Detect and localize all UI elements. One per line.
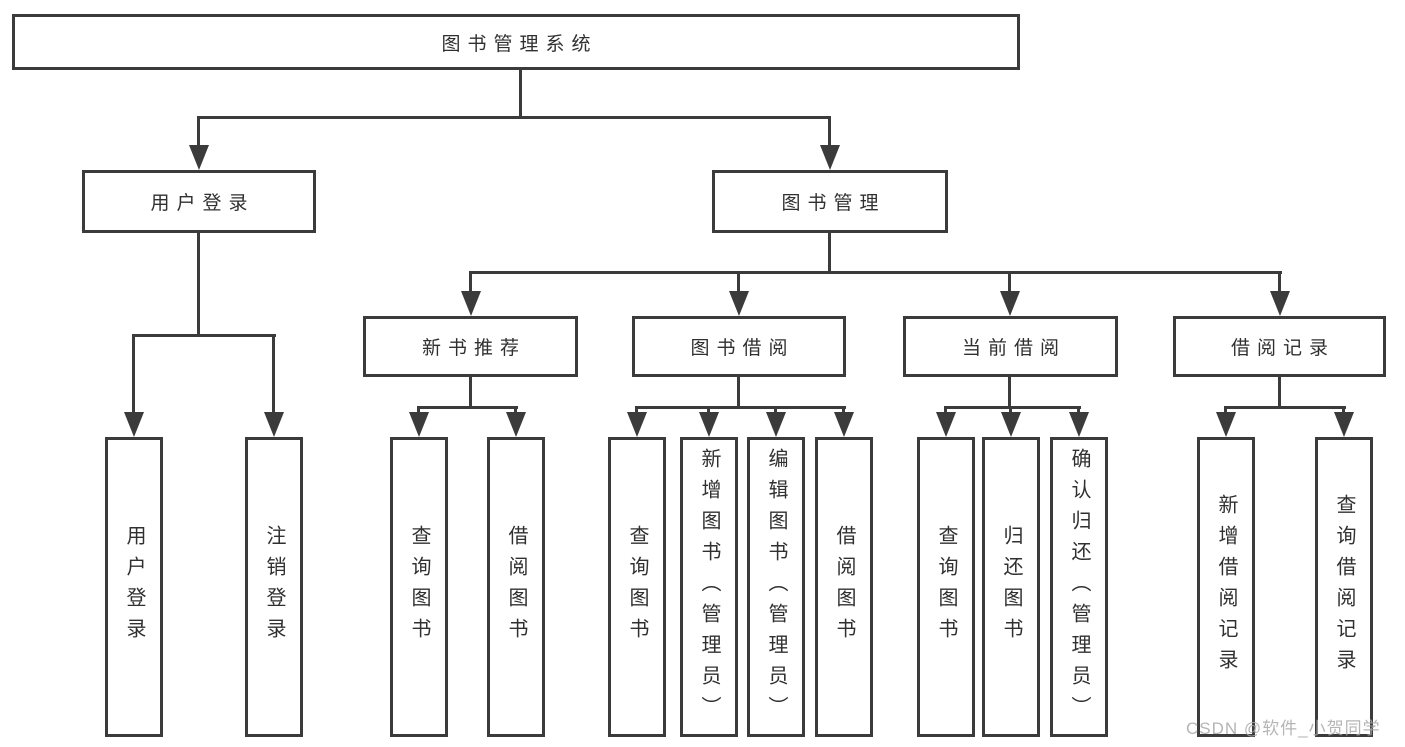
leaf-records-add-record-label: 新增借阅记录: [1215, 494, 1237, 680]
connector-user-login-split: [132, 334, 276, 337]
node-book-borrow-label: 图书借阅: [690, 338, 795, 359]
connector-book-management-stem: [828, 233, 831, 274]
leaf-current-query-books-label: 查询图书: [935, 525, 957, 649]
node-new-book-recommend: 新书推荐: [363, 316, 578, 377]
node-current-borrow: 当前借阅: [903, 316, 1118, 377]
arrow-into-borrow-edit: [766, 412, 786, 437]
arrow-into-recommend-borrow: [506, 412, 526, 437]
leaf-recommend-borrow-books-label: 借阅图书: [505, 525, 527, 649]
connector-drop-borrow-add: [707, 406, 710, 416]
connector-drop-recommend-query: [417, 406, 420, 416]
leaf-borrow-query-books-label: 查询图书: [626, 525, 648, 649]
node-borrow-records: 借阅记录: [1173, 316, 1386, 377]
connector-drop-new-book-recommend: [469, 271, 472, 293]
connector-drop-borrow-query: [635, 406, 638, 416]
node-user-login-label: 用户登录: [150, 193, 255, 214]
leaf-current-return-books: 归还图书: [982, 437, 1040, 737]
connector-drop-current-confirm: [1077, 406, 1080, 416]
leaf-logout: 注销登录: [245, 437, 303, 737]
arrow-into-borrow-query: [627, 412, 647, 437]
arrow-into-book-borrow: [729, 291, 749, 316]
leaf-records-query-record: 查询借阅记录: [1315, 437, 1373, 737]
arrow-into-borrow-records: [1270, 291, 1290, 316]
leaf-borrow-query-books: 查询图书: [608, 437, 666, 737]
leaf-borrow-add-books: 新增图书（管理员）: [680, 437, 738, 737]
connector-drop-book-management: [828, 116, 831, 148]
node-user-login: 用户登录: [82, 170, 316, 233]
csdn-watermark: CSDN @软件_小贺同学: [1186, 719, 1381, 738]
leaf-recommend-borrow-books: 借阅图书: [487, 437, 545, 737]
connector-drop-records-query: [1342, 406, 1345, 416]
connector-borrow-records-split: [1224, 406, 1346, 409]
leaf-user-login-label: 用户登录: [123, 525, 145, 649]
arrow-into-borrow-add: [699, 412, 719, 437]
node-root: 图书管理系统: [12, 14, 1020, 70]
connector-drop-borrow-borrow: [842, 406, 845, 416]
connector-drop-borrow-records: [1278, 271, 1281, 293]
leaf-borrow-add-books-label: 新增图书（管理员）: [698, 447, 720, 727]
connector-root-stem: [519, 70, 522, 119]
leaf-current-return-books-label: 归还图书: [1000, 525, 1022, 649]
connector-drop-recommend-borrow: [514, 406, 517, 416]
connector-drop-current-return: [1009, 406, 1012, 416]
leaf-current-confirm-return: 确认归还（管理员）: [1050, 437, 1108, 737]
node-current-borrow-label: 当前借阅: [961, 338, 1066, 359]
connector-new-book-recommend-split: [417, 406, 518, 409]
connector-drop-borrow-edit: [774, 406, 777, 416]
arrow-into-current-confirm: [1069, 412, 1089, 437]
connector-current-borrow-stem: [1008, 377, 1011, 408]
connector-root-split: [197, 116, 831, 119]
connector-drop-user-login: [197, 116, 200, 148]
node-root-label: 图书管理系统: [441, 33, 598, 55]
leaf-borrow-borrow-books: 借阅图书: [815, 437, 873, 737]
arrow-into-user-login: [189, 145, 209, 170]
node-book-borrow: 图书借阅: [632, 316, 846, 377]
connector-book-borrow-stem: [737, 377, 740, 408]
leaf-borrow-edit-books: 编辑图书（管理员）: [747, 437, 805, 737]
leaf-records-query-record-label: 查询借阅记录: [1333, 494, 1355, 680]
arrow-into-records-query: [1334, 412, 1354, 437]
connector-book-borrow-split: [635, 406, 846, 409]
arrow-into-current-borrow: [1000, 291, 1020, 316]
arrow-into-leaf-user-login: [124, 412, 144, 437]
leaf-logout-label: 注销登录: [263, 525, 285, 649]
connector-borrow-records-stem: [1278, 377, 1281, 408]
arrow-into-book-management: [820, 145, 840, 170]
arrow-into-current-return: [1001, 412, 1021, 437]
connector-drop-book-borrow: [737, 271, 740, 293]
node-borrow-records-label: 借阅记录: [1230, 338, 1335, 359]
connector-drop-records-add: [1224, 406, 1227, 416]
leaf-recommend-query-books: 查询图书: [390, 437, 448, 737]
connector-drop-leaf-user-login: [132, 334, 135, 416]
connector-current-borrow-split: [944, 406, 1081, 409]
connector-drop-current-query: [944, 406, 947, 416]
leaf-borrow-edit-books-label: 编辑图书（管理员）: [765, 447, 787, 727]
connector-new-book-recommend-stem: [469, 377, 472, 408]
leaf-current-confirm-return-label: 确认归还（管理员）: [1068, 447, 1090, 727]
arrow-into-recommend-query: [409, 412, 429, 437]
leaf-records-add-record: 新增借阅记录: [1197, 437, 1255, 737]
leaf-recommend-query-books-label: 查询图书: [408, 525, 430, 649]
node-book-management: 图书管理: [712, 170, 948, 233]
node-book-management-label: 图书管理: [781, 193, 886, 214]
arrow-into-leaf-logout: [264, 412, 284, 437]
leaf-current-query-books: 查询图书: [917, 437, 975, 737]
arrow-into-records-add: [1216, 412, 1236, 437]
connector-drop-leaf-logout: [272, 334, 275, 416]
leaf-user-login: 用户登录: [105, 437, 163, 737]
arrow-into-new-book-recommend: [461, 291, 481, 316]
arrow-into-current-query: [936, 412, 956, 437]
arrow-into-borrow-borrow: [834, 412, 854, 437]
connector-user-login-stem: [197, 233, 200, 337]
leaf-borrow-borrow-books-label: 借阅图书: [833, 525, 855, 649]
node-new-book-recommend-label: 新书推荐: [421, 338, 526, 359]
connector-drop-current-borrow: [1008, 271, 1011, 293]
connector-book-management-split: [469, 271, 1282, 274]
